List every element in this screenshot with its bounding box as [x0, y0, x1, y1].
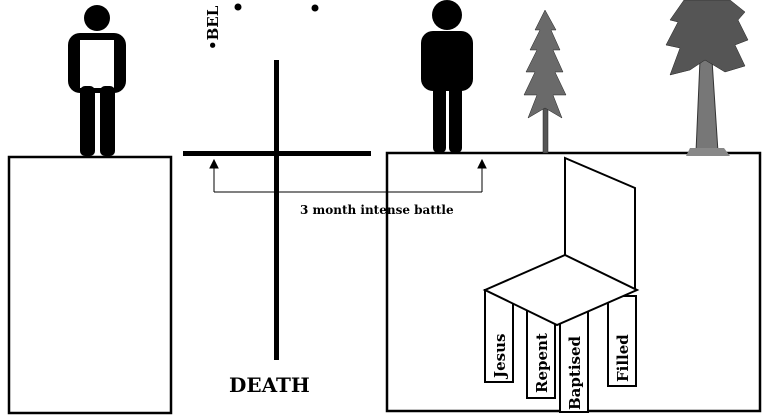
person-solid-right-icon — [421, 0, 473, 153]
death-label: DEATH — [229, 373, 310, 397]
chair-leg-label: Baptised — [566, 335, 584, 410]
chair-leg-label: Filled — [614, 334, 632, 382]
arrow-label: 3 month intense battle — [300, 203, 454, 217]
dot — [235, 4, 242, 11]
left-box — [9, 157, 171, 413]
top-vertical-text: •BEL — [204, 5, 222, 50]
pine-tree-icon — [524, 10, 566, 153]
chair-leg-label: Repent — [533, 333, 551, 393]
chair-leg-label: Jesus — [491, 334, 509, 380]
person-outline-left-icon — [68, 5, 126, 156]
tall-tree-icon — [666, 0, 748, 156]
battle-bracket — [210, 160, 486, 192]
dot — [312, 5, 319, 12]
